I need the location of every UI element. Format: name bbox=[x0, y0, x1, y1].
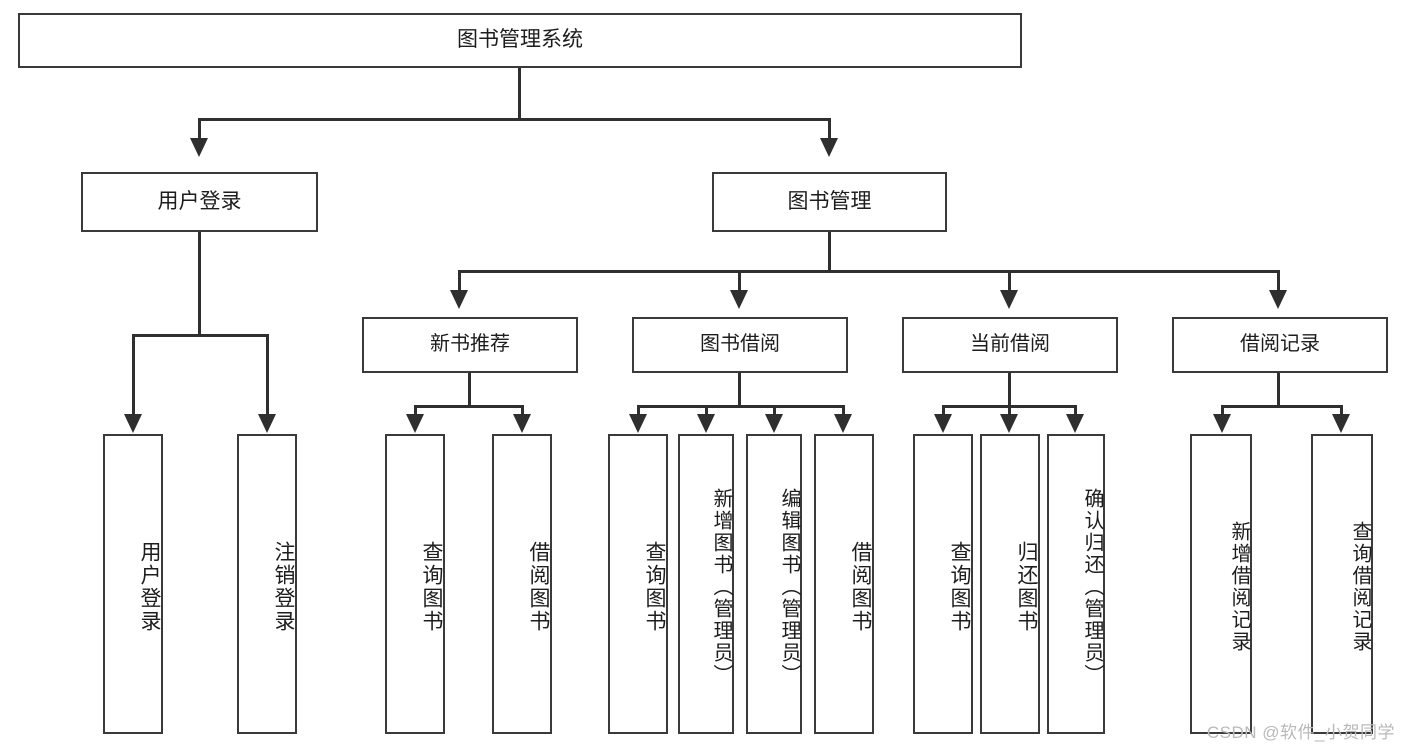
leaf-add-borrow-record[interactable]: 新增借阅记录 bbox=[1190, 434, 1252, 734]
arrow-user-login bbox=[190, 138, 208, 157]
edge-bb-c1 bbox=[637, 405, 640, 417]
edge-book-manage-stem bbox=[828, 232, 831, 272]
node-label: 新增图书（管理员） bbox=[710, 488, 732, 686]
leaf-add-book-admin[interactable]: 新增图书（管理员） bbox=[678, 434, 734, 734]
edge-current-borrow-stem bbox=[1008, 373, 1011, 407]
arrow-bb-leaf1 bbox=[629, 414, 647, 433]
edge-cb-c1 bbox=[942, 405, 945, 417]
node-label: 图书借阅 bbox=[700, 333, 780, 356]
arrow-leaf-logout bbox=[258, 414, 276, 433]
leaf-logout[interactable]: 注销登录 bbox=[237, 434, 297, 734]
edge-br-c1 bbox=[1221, 405, 1224, 417]
node-label: 查询图书 bbox=[948, 541, 971, 633]
leaf-user-login[interactable]: 用户登录 bbox=[103, 434, 163, 734]
edge-br-c2 bbox=[1340, 405, 1343, 417]
leaf-return-book[interactable]: 归还图书 bbox=[980, 434, 1040, 734]
node-label: 查询借阅记录 bbox=[1349, 521, 1371, 653]
node-label: 查询图书 bbox=[643, 541, 666, 633]
node-label: 借阅图书 bbox=[849, 541, 872, 633]
node-label: 借阅图书 bbox=[527, 541, 550, 633]
edge-new-book-c2 bbox=[521, 405, 524, 417]
arrow-borrow-record bbox=[1269, 290, 1287, 309]
leaf-query-borrow-record[interactable]: 查询借阅记录 bbox=[1311, 434, 1373, 734]
node-label: 用户登录 bbox=[138, 541, 161, 633]
edge-to-book-borrow bbox=[738, 270, 741, 292]
edge-bb-c3 bbox=[773, 405, 776, 417]
edge-to-book-manage bbox=[828, 118, 831, 140]
arrow-cb-leaf1 bbox=[934, 414, 952, 433]
node-root-system[interactable]: 图书管理系统 bbox=[18, 13, 1022, 68]
arrow-book-manage bbox=[820, 138, 838, 157]
edge-to-current-borrow bbox=[1008, 270, 1011, 292]
edge-new-book-stem bbox=[468, 373, 471, 407]
edge-bb-c4 bbox=[842, 405, 845, 417]
node-borrow-record[interactable]: 借阅记录 bbox=[1172, 317, 1388, 373]
node-label: 图书管理系统 bbox=[457, 28, 583, 52]
node-label: 新增借阅记录 bbox=[1228, 521, 1250, 653]
arrow-nb-leaf2 bbox=[513, 414, 531, 433]
leaf-query-book-recommend[interactable]: 查询图书 bbox=[385, 434, 445, 734]
leaf-query-book-current[interactable]: 查询图书 bbox=[913, 434, 973, 734]
edge-cb-c2 bbox=[1008, 405, 1011, 417]
arrow-new-book bbox=[450, 290, 468, 309]
edge-root-stem bbox=[518, 68, 521, 120]
edge-borrow-record-bus bbox=[1221, 405, 1343, 408]
edge-to-new-book bbox=[458, 270, 461, 292]
leaf-edit-book-admin[interactable]: 编辑图书（管理员） bbox=[746, 434, 802, 734]
edge-user-login-child1 bbox=[132, 334, 135, 418]
arrow-bb-leaf4 bbox=[834, 414, 852, 433]
arrow-current-borrow bbox=[1000, 290, 1018, 309]
edge-user-login-bus bbox=[132, 334, 269, 337]
edge-book-borrow-bus bbox=[637, 405, 845, 408]
edge-to-borrow-record bbox=[1277, 270, 1280, 292]
node-label: 借阅记录 bbox=[1240, 333, 1320, 356]
arrow-br-leaf1 bbox=[1213, 414, 1231, 433]
arrow-leaf-user-login bbox=[124, 414, 142, 433]
node-label: 用户登录 bbox=[157, 189, 242, 213]
arrow-br-leaf2 bbox=[1332, 414, 1350, 433]
arrow-nb-leaf1 bbox=[406, 414, 424, 433]
edge-new-book-c1 bbox=[414, 405, 417, 417]
node-label: 图书管理 bbox=[787, 189, 872, 213]
edge-borrow-record-stem bbox=[1277, 373, 1280, 407]
node-book-borrow[interactable]: 图书借阅 bbox=[632, 317, 848, 373]
edge-bb-c2 bbox=[705, 405, 708, 417]
edge-user-login-stem bbox=[198, 232, 201, 336]
arrow-book-borrow bbox=[730, 290, 748, 309]
edge-level2-bus bbox=[198, 118, 830, 121]
leaf-query-book-borrow[interactable]: 查询图书 bbox=[608, 434, 668, 734]
node-label: 确认归还（管理员） bbox=[1081, 488, 1103, 686]
edge-cb-c3 bbox=[1074, 405, 1077, 417]
node-label: 编辑图书（管理员） bbox=[778, 488, 800, 686]
edge-book-borrow-stem bbox=[738, 373, 741, 407]
node-user-login[interactable]: 用户登录 bbox=[81, 172, 318, 232]
edge-user-login-child2 bbox=[266, 334, 269, 418]
leaf-borrow-book-recommend[interactable]: 借阅图书 bbox=[492, 434, 552, 734]
node-label: 新书推荐 bbox=[430, 333, 510, 356]
node-label: 归还图书 bbox=[1015, 541, 1038, 633]
arrow-cb-leaf3 bbox=[1066, 414, 1084, 433]
node-book-management[interactable]: 图书管理 bbox=[712, 172, 947, 232]
arrow-bb-leaf3 bbox=[765, 414, 783, 433]
node-new-book-recommend[interactable]: 新书推荐 bbox=[362, 317, 578, 373]
edge-new-book-bus bbox=[414, 405, 524, 408]
node-label: 注销登录 bbox=[272, 541, 295, 633]
leaf-confirm-return-admin[interactable]: 确认归还（管理员） bbox=[1047, 434, 1105, 734]
node-current-borrow[interactable]: 当前借阅 bbox=[902, 317, 1118, 373]
node-label: 查询图书 bbox=[420, 541, 443, 633]
edge-to-user-login bbox=[198, 118, 201, 140]
leaf-borrow-book[interactable]: 借阅图书 bbox=[814, 434, 874, 734]
arrow-bb-leaf2 bbox=[697, 414, 715, 433]
edge-level3-bus bbox=[458, 270, 1280, 273]
node-label: 当前借阅 bbox=[970, 333, 1050, 356]
arrow-cb-leaf2 bbox=[1000, 414, 1018, 433]
